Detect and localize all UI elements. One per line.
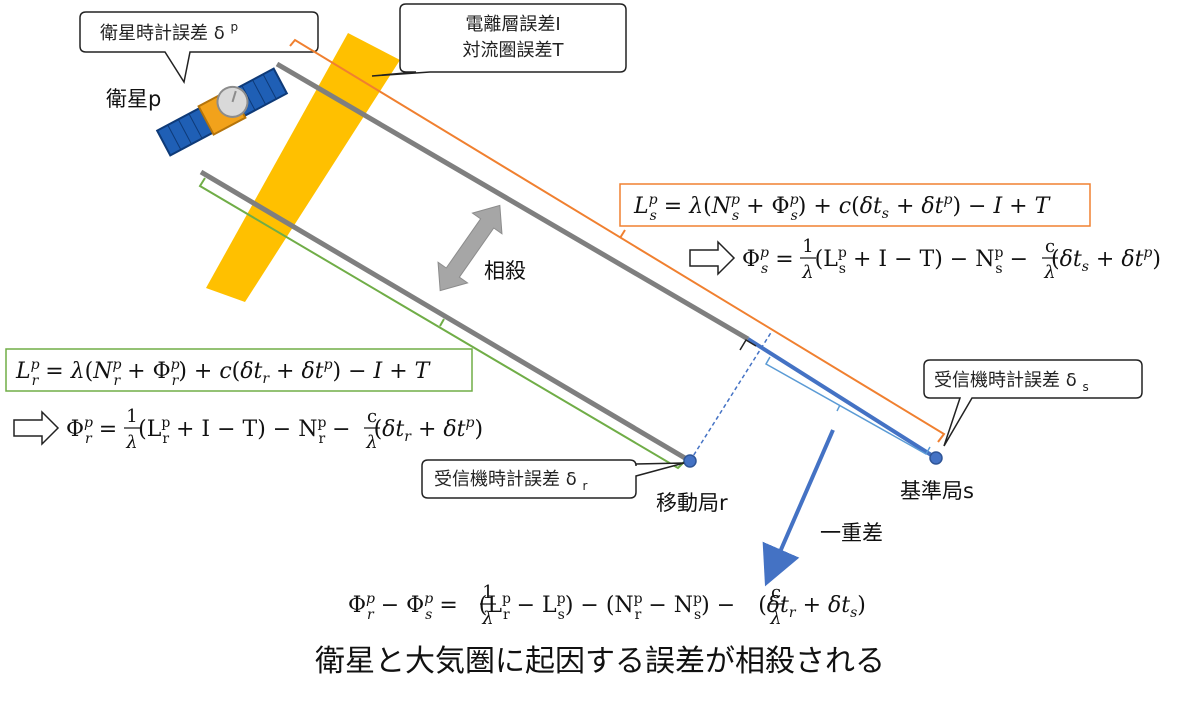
svg-text:λ: λ: [1043, 262, 1055, 283]
single-diff-arrow: [762, 429, 835, 587]
rx-clock-s-sub: s: [1082, 380, 1088, 394]
projection-dashed-line: [689, 330, 773, 462]
fraction-c-lambda-base: c λ: [1042, 236, 1058, 283]
svg-text:λ: λ: [769, 608, 781, 629]
rx-clock-r-sub: r: [582, 479, 587, 493]
satellite-clock-callout: 衛星時計誤差 δ p: [79, 11, 319, 84]
sat-clock-sup: p: [230, 20, 238, 34]
bracket-single-diff-tick: [836, 404, 841, 412]
atmosphere-band: [206, 33, 400, 302]
atmosphere-callout: 電離層誤差I 対流圏誤差T: [371, 3, 627, 77]
svg-text:1: 1: [802, 236, 813, 257]
fraction-c-lambda-result: c λ: [768, 582, 784, 629]
satellite-label: 衛星p: [106, 87, 161, 111]
bracket-rover-range: [198, 177, 685, 470]
cancel-double-arrow-icon: [437, 204, 503, 292]
bracket-single-diff: [764, 356, 931, 456]
rover-label: 移動局r: [656, 491, 728, 515]
atmos-line1: 電離層誤差I: [465, 14, 560, 35]
fraction-c-lambda-rover: c λ: [364, 406, 380, 453]
svg-text:λ: λ: [801, 262, 813, 283]
receiver-clock-rover-callout: 受信機時計誤差 δ r: [421, 459, 685, 499]
svg-text:1: 1: [126, 406, 137, 427]
fraction-1-lambda-base: 1 λ: [800, 236, 816, 283]
rover-station-icon: [683, 454, 697, 468]
fraction-1-lambda-result: 1 λ: [480, 582, 496, 629]
signal-path-rover: [199, 169, 692, 464]
signal-path-base-blue: [746, 337, 938, 460]
satellite-icon: [155, 67, 289, 157]
hollow-arrow-rover-icon: [13, 410, 60, 446]
bracket-rover-tick: [439, 318, 445, 327]
atmos-line2: 対流圏誤差T: [463, 40, 565, 61]
svg-text:受信機時計誤差 δ s: 受信機時計誤差 δ s: [934, 370, 1089, 394]
svg-text:受信機時計誤差 δ r: 受信機時計誤差 δ r: [434, 469, 587, 493]
receiver-clock-base-callout: 受信機時計誤差 δ s: [923, 359, 1143, 447]
rx-clock-s-text: 受信機時計誤差 δ: [934, 370, 1077, 391]
cancel-label: 相殺: [484, 259, 526, 283]
signal-path-base: [275, 61, 750, 342]
caption: 衛星と大気圏に起因する誤差が相殺される: [315, 644, 885, 679]
svg-text:衛星時計誤差 δ p: 衛星時計誤差 δ p: [100, 20, 238, 44]
equation-box-rover: [5, 348, 473, 392]
svg-text:c: c: [771, 582, 781, 603]
fraction-1-lambda-rover: 1 λ: [124, 406, 140, 453]
svg-text:c: c: [1045, 236, 1055, 257]
right-angle-mark: [739, 338, 757, 351]
svg-text:λ: λ: [365, 432, 377, 453]
svg-text:1: 1: [482, 582, 493, 603]
rx-clock-r-text: 受信機時計誤差 δ: [434, 469, 577, 490]
base-label: 基準局s: [900, 479, 974, 503]
svg-text:c: c: [367, 406, 377, 427]
hollow-arrow-base-icon: [689, 240, 736, 276]
svg-text:λ: λ: [481, 608, 493, 629]
equation-box-base: [619, 183, 1091, 227]
base-station-icon: [929, 451, 943, 465]
sat-clock-text: 衛星時計誤差 δ: [100, 23, 225, 44]
svg-text:λ: λ: [125, 432, 137, 453]
single-diff-label: 一重差: [820, 521, 883, 545]
bracket-base-tick: [619, 229, 626, 239]
